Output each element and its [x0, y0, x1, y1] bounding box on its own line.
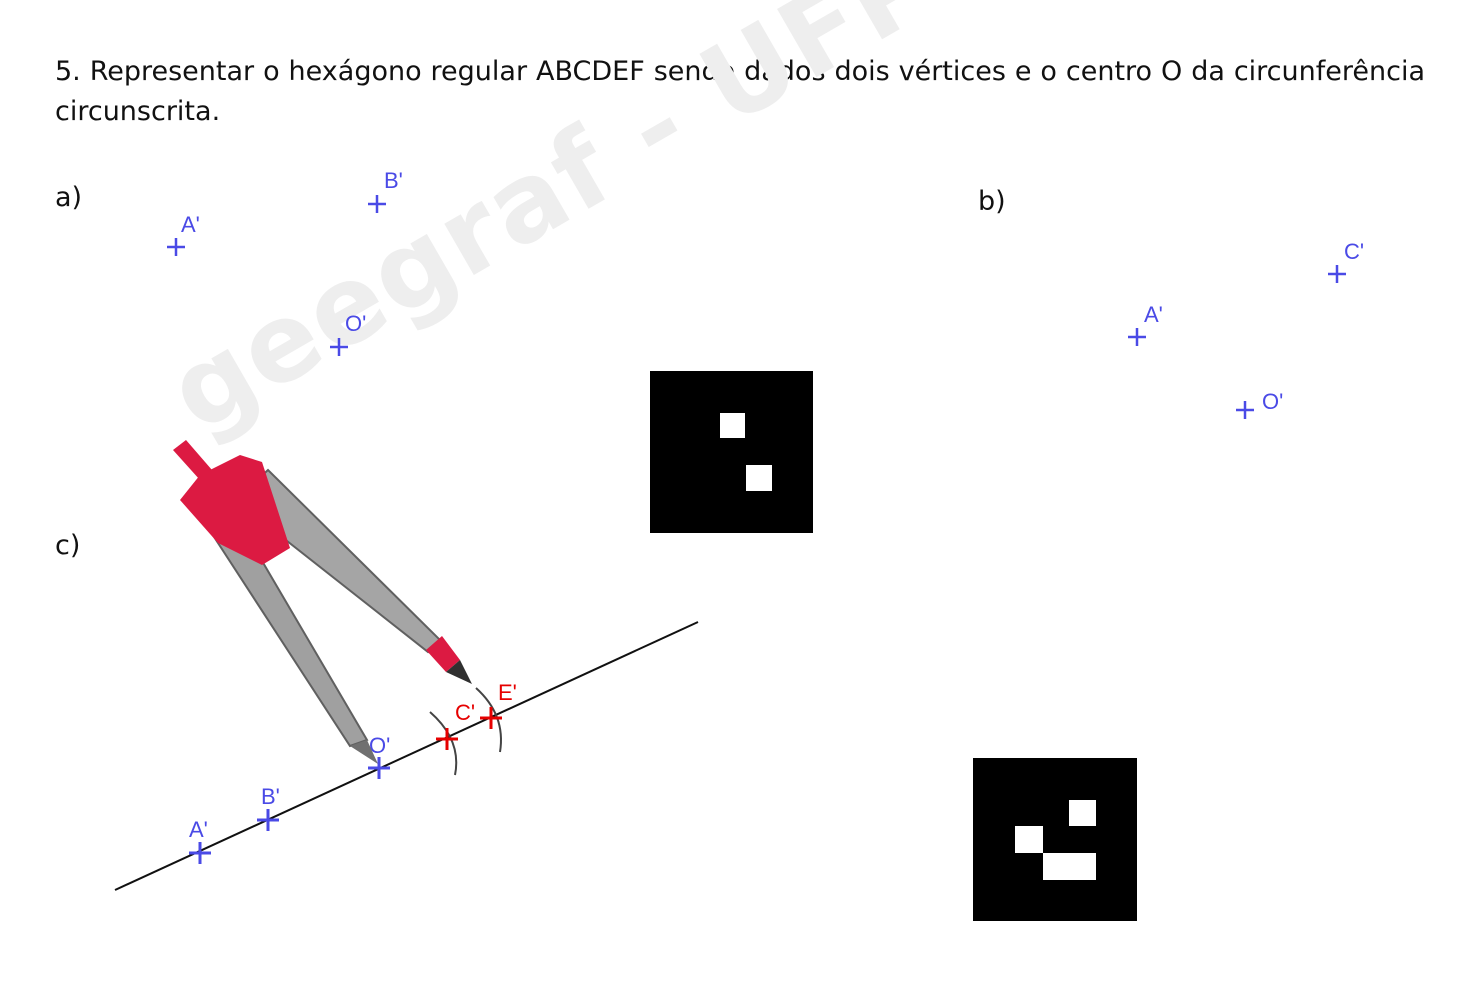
- point-c-B: [257, 809, 279, 831]
- marker-cell: [1043, 853, 1096, 880]
- point-a-B: [368, 195, 386, 213]
- point-a-A: [167, 238, 185, 256]
- part-b-label: b): [978, 186, 1006, 217]
- point-c-A: [189, 842, 211, 864]
- label-c-O: O': [369, 733, 390, 758]
- label-a-B: B': [384, 168, 403, 193]
- point-b-O: [1236, 401, 1254, 419]
- part-b-points: A' C' O': [1128, 239, 1364, 419]
- arc-c: [429, 711, 458, 776]
- label-c-E: E': [498, 680, 517, 705]
- point-c-E-constructed: [480, 707, 502, 729]
- label-c-B: B': [261, 784, 280, 809]
- fiducial-marker-2: [973, 758, 1137, 921]
- compass-icon: [173, 440, 472, 764]
- exercise-statement: 5. Representar o hexágono regular ABCDEF…: [55, 56, 1425, 127]
- fiducial-marker-1: [650, 371, 813, 533]
- point-b-A: [1128, 328, 1146, 346]
- label-b-O: O': [1262, 389, 1283, 414]
- marker-cell: [720, 413, 745, 438]
- label-c-C: C': [455, 700, 475, 725]
- label-a-A: A': [181, 212, 200, 237]
- label-b-A: A': [1144, 302, 1163, 327]
- part-c-label: c): [55, 530, 81, 561]
- marker-cell: [746, 465, 772, 491]
- label-c-A: A': [189, 817, 208, 842]
- marker-cell: [1015, 826, 1043, 853]
- point-b-C: [1328, 265, 1346, 283]
- part-a-label: a): [55, 182, 83, 213]
- construction-line: [114, 621, 699, 891]
- label-b-C: C': [1344, 239, 1364, 264]
- part-a-points: A' B' O': [167, 168, 403, 356]
- point-c-O: [368, 757, 390, 779]
- label-a-O: O': [345, 311, 366, 336]
- point-a-O: [330, 338, 348, 356]
- marker-cell: [1069, 800, 1096, 826]
- part-c-construction: A' B' O' C' E': [114, 621, 699, 891]
- point-c-C-constructed: [436, 728, 458, 750]
